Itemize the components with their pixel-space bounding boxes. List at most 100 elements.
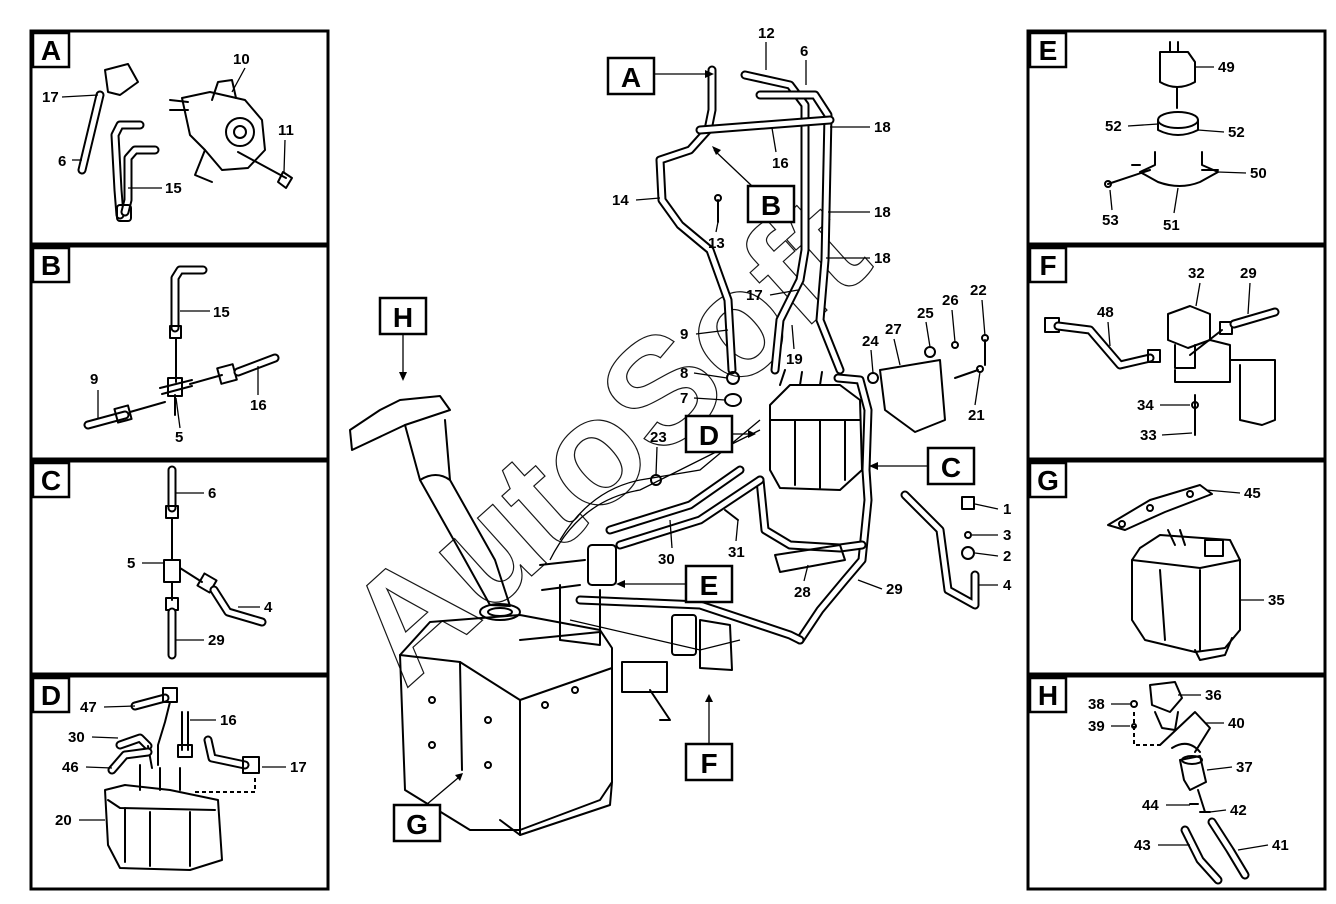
panel-a-drawing	[77, 63, 293, 222]
panel-g-letter: G	[1037, 465, 1059, 496]
panel-b-label-9: 9	[90, 371, 98, 388]
panel-g-tag	[1028, 461, 1068, 499]
detail-panel-a: A 10 17 11 6 15	[29, 29, 330, 246]
panel-e-label-51: 51	[1163, 217, 1180, 234]
main-label-2: 2	[1003, 548, 1011, 565]
panel-h-frame	[1026, 674, 1327, 891]
detail-panel-c: C 6 5 4 29	[29, 459, 330, 676]
panel-h-label-38: 38	[1088, 696, 1105, 713]
filler-neck	[349, 395, 521, 621]
main-label-1: 1	[1003, 501, 1011, 518]
panel-h-letter: H	[1038, 680, 1058, 711]
panel-e-label-53: 53	[1102, 212, 1119, 229]
main-label-21: 21	[968, 407, 985, 424]
panel-f-drawing	[1044, 305, 1280, 436]
main-label-4: 4	[1003, 577, 1012, 594]
panel-h-label-44: 44	[1142, 797, 1159, 814]
panel-a-label-15: 15	[165, 180, 182, 197]
fuel-tank	[399, 614, 613, 836]
main-label-23: 23	[650, 429, 667, 446]
main-label-19: 19	[786, 351, 803, 368]
main-label-9: 9	[680, 326, 688, 343]
main-assembly: A B C D E F G H 1 2	[349, 25, 1012, 843]
panel-d-label-17: 17	[290, 759, 307, 776]
solenoid-valve	[621, 614, 733, 721]
panel-e-drawing	[1104, 41, 1219, 188]
panel-f-label-34: 34	[1137, 397, 1154, 414]
main-label-27: 27	[885, 321, 902, 338]
panel-b-label-16: 16	[250, 397, 267, 414]
panel-b-tag	[31, 246, 71, 284]
main-label-30: 30	[658, 551, 675, 568]
panel-h-drawing	[1130, 681, 1250, 885]
detail-panel-d: D 47 30 16 46 17	[29, 674, 330, 891]
panel-h-label-39: 39	[1088, 718, 1105, 735]
main-label-13: 13	[708, 235, 725, 252]
detail-panel-g: G 45 35	[1026, 459, 1327, 676]
main-label-7: 7	[680, 390, 688, 407]
panel-a-label-10: 10	[233, 51, 250, 68]
hose-runs	[549, 65, 980, 651]
panel-h-label-36: 36	[1205, 687, 1222, 704]
main-label-26: 26	[942, 292, 959, 309]
panel-b-drawing	[83, 265, 280, 430]
panel-a-frame	[29, 29, 330, 246]
panel-h-tag	[1028, 676, 1068, 714]
panel-g-frame	[1026, 459, 1327, 676]
panel-h-label-37: 37	[1236, 759, 1253, 776]
bracket-27	[879, 359, 946, 433]
panel-c-label-29: 29	[208, 632, 225, 649]
panel-e-labels: 49 52 52 50 53 51	[1102, 59, 1267, 234]
panel-d-labels: 47 30 16 46 17 20	[55, 699, 307, 829]
main-label-17: 17	[746, 287, 763, 304]
bracket-28	[774, 544, 846, 573]
panel-f-label-48: 48	[1097, 304, 1114, 321]
detail-panel-e: E 49 52 52 50 53 51	[1026, 29, 1327, 246]
panel-a-label-6: 6	[58, 153, 66, 170]
panel-f-frame	[1026, 244, 1327, 461]
panel-h-labels: 36 38 39 40 37 44 42 43 41	[1088, 687, 1289, 854]
main-label-25: 25	[917, 305, 934, 322]
callout-b: B	[761, 190, 781, 221]
panel-d-tag	[31, 676, 71, 714]
panel-c-tag	[31, 461, 71, 499]
panel-e-letter: E	[1039, 35, 1058, 66]
main-label-22: 22	[970, 282, 987, 299]
panel-h-label-42: 42	[1230, 802, 1247, 819]
panel-h-label-40: 40	[1228, 715, 1245, 732]
panel-e-label-50: 50	[1250, 165, 1267, 182]
main-label-16: 16	[772, 155, 789, 172]
panel-f-label-29: 29	[1240, 265, 1257, 282]
panel-c-drawing	[163, 465, 267, 660]
panel-f-label-32: 32	[1188, 265, 1205, 282]
panel-f-letter: F	[1039, 250, 1056, 281]
panel-g-drawing	[1107, 484, 1241, 661]
panel-a-letter: A	[41, 35, 61, 66]
callout-h: H	[393, 302, 413, 333]
panel-f-labels: 32 29 48 34 33	[1097, 265, 1257, 444]
panel-d-label-20: 20	[55, 812, 72, 829]
panel-a-label-11: 11	[278, 122, 294, 139]
detail-panel-h: H 36 38 39 40 37 44	[1026, 674, 1327, 891]
main-label-31: 31	[728, 544, 745, 561]
main-callouts: A B C D E F G H	[378, 56, 976, 843]
panel-b-label-15: 15	[213, 304, 230, 321]
level-sensor	[539, 544, 617, 646]
panel-f-tag	[1028, 246, 1068, 284]
panel-h-label-43: 43	[1134, 837, 1151, 854]
panel-e-label-52b: 52	[1228, 124, 1245, 141]
panel-d-label-16: 16	[220, 712, 237, 729]
detail-panel-f: F 32 29 48 34 33	[1026, 244, 1327, 461]
panel-c-letter: C	[41, 465, 61, 496]
panel-b-letter: B	[41, 250, 61, 281]
panel-a-tag	[31, 31, 71, 69]
callout-f: F	[700, 748, 717, 779]
panel-g-label-45: 45	[1244, 485, 1261, 502]
panel-c-label-6: 6	[208, 485, 216, 502]
callout-g: G	[406, 809, 428, 840]
panel-b-label-5: 5	[175, 429, 183, 446]
callout-c: C	[941, 452, 961, 483]
panel-e-tag	[1028, 31, 1068, 69]
panel-d-label-47: 47	[80, 699, 97, 716]
